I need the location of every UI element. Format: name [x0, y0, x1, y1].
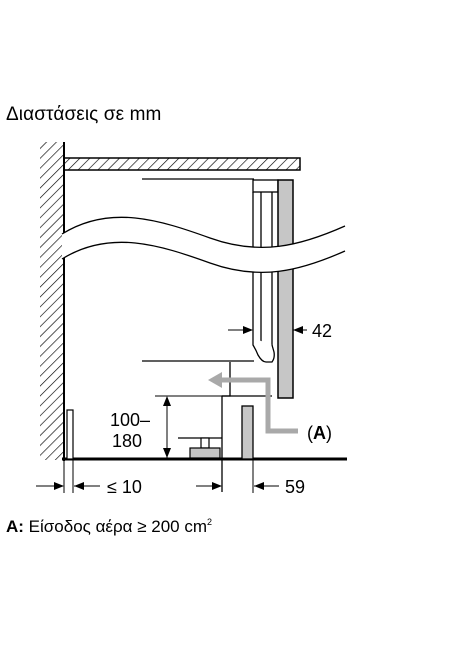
plinth-depth-dim-label: 59 [285, 477, 305, 497]
legend-key: A: [6, 517, 24, 536]
countertop [63, 157, 301, 171]
plinth-board [241, 405, 254, 460]
top-bracket [252, 179, 279, 193]
foot-stem [200, 437, 210, 449]
door-hinge-profile [252, 338, 275, 363]
back-panel-stub [66, 409, 74, 460]
page-title: Διαστάσεις σε mm [6, 104, 162, 125]
wall-hatch [40, 142, 64, 460]
door-panel [277, 179, 294, 399]
legend: A: Είσοδος αέρα ≥ 200 cm2 [6, 517, 212, 537]
ventilation-arrow-head [208, 372, 222, 388]
break-band [62, 217, 345, 273]
foot-base [189, 447, 221, 459]
legend-superscript: 2 [207, 517, 213, 527]
door-gap-dim-label: 42 [312, 321, 332, 341]
wall-gap-dim-label: ≤ 10 [107, 477, 142, 497]
height-dim-label-1: 100– [110, 410, 150, 430]
air-inlet-label: (A) [307, 423, 332, 443]
legend-text: Είσοδος αέρα ≥ 200 cm [23, 517, 208, 536]
ventilation-arrow [220, 377, 298, 434]
height-dim-label-2: 180 [112, 431, 142, 451]
